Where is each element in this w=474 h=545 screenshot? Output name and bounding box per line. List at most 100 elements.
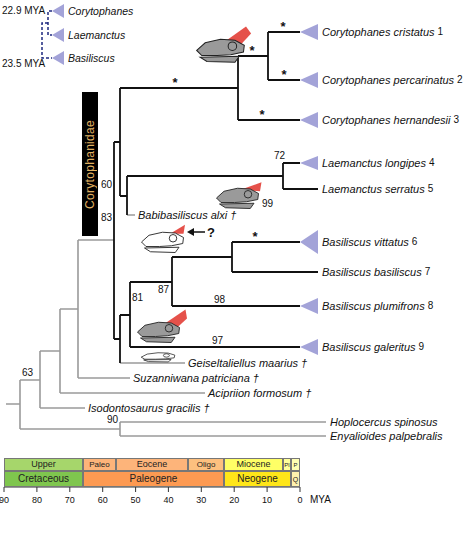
tip-number: 5 — [428, 184, 434, 194]
tip-number: 7 — [425, 267, 431, 277]
support-value: 63 — [22, 368, 33, 378]
skull-illustration — [138, 310, 188, 343]
taxon-name: Hoplocercus spinosus — [330, 417, 438, 428]
tip-number: 4 — [429, 158, 435, 168]
taxon-name: Babibasiliscus alxi † — [138, 210, 236, 221]
support-value: 83 — [101, 213, 112, 223]
clade-triangle — [300, 72, 318, 88]
band-label: Paleogene — [130, 474, 178, 484]
axis-tick: 80 — [32, 496, 42, 505]
genus-label: Laemanctus — [68, 30, 125, 41]
support-star: * — [172, 76, 177, 89]
taxon-name: Laemanctus longipes — [322, 158, 426, 169]
axis-tick: 70 — [65, 496, 75, 505]
taxon-name: Corytophanes percarinatus — [322, 75, 454, 86]
date-label: MYA — [310, 495, 331, 505]
taxon-name: Suzanniwana patriciana † — [133, 373, 259, 384]
support-value: 90 — [107, 415, 118, 425]
taxon-name: Basiliscus vittatus — [322, 237, 409, 248]
support-star: * — [252, 230, 257, 243]
crown-branches — [114, 32, 318, 363]
support-star: * — [281, 68, 286, 81]
taxon-name: Corytophanes cristatus — [322, 27, 435, 38]
period-band: Pl — [283, 458, 291, 471]
band-label: Neogene — [237, 474, 278, 484]
genus-label: Basiliscus — [68, 53, 115, 64]
clade-triangle — [300, 298, 318, 314]
axis-tick: 30 — [196, 496, 206, 505]
period-band: Eocene — [116, 458, 188, 471]
skull-illustration — [141, 353, 175, 362]
period-band: Paleogene — [83, 471, 224, 487]
taxon-name: Isodontosaurus gracilis † — [88, 403, 210, 414]
support-star: * — [259, 108, 264, 121]
taxon-name: Basiliscus basiliscus — [322, 267, 422, 278]
tip-number: 9 — [419, 342, 425, 352]
support-value: 98 — [214, 295, 225, 305]
period-band: Neogene — [224, 471, 291, 487]
band-label: Pl — [284, 462, 289, 468]
tip-number: 6 — [412, 237, 418, 247]
clade-triangle — [300, 112, 318, 128]
clade-triangle — [300, 339, 318, 355]
taxon-name: Geiseltaliellus maarius † — [188, 358, 307, 369]
support-value: 97 — [212, 336, 223, 346]
time-axis — [4, 487, 300, 492]
support-value: 60 — [101, 180, 112, 190]
axis-tick: 20 — [229, 496, 239, 505]
period-band: Cretaceous — [4, 471, 83, 487]
tip-number: 1 — [438, 27, 444, 37]
arrow-head — [187, 228, 194, 236]
axis-tick: 10 — [262, 496, 272, 505]
clade-triangle — [300, 230, 318, 254]
taxon-name: Enyalioides palpebralis — [330, 431, 443, 442]
inset-dashed-tree — [42, 11, 52, 58]
tip-number: 2 — [457, 75, 463, 85]
tip-number: 8 — [428, 301, 434, 311]
band-label: Cretaceous — [18, 474, 69, 484]
band-label: Corytophanidae — [84, 120, 96, 209]
period-band: P — [291, 458, 300, 471]
date-label: 22.9 MYA — [2, 6, 45, 16]
axis-tick: 50 — [131, 496, 141, 505]
axis-tick: 60 — [98, 496, 108, 505]
period-band: Oligo — [188, 458, 224, 471]
clade-triangle — [300, 24, 318, 40]
band-label: P — [293, 462, 297, 468]
genus-label: Corytophanes — [68, 6, 133, 17]
clade-band: Corytophanidae — [82, 92, 98, 236]
support-value: 99 — [262, 199, 273, 209]
skull-illustration — [142, 225, 186, 253]
question-mark: ? — [207, 226, 215, 239]
tip-number: 3 — [453, 115, 459, 125]
taxon-name: Basiliscus plumifrons — [322, 301, 425, 312]
taxon-name: Laemanctus serratus — [322, 184, 425, 195]
taxon-name: Corytophanes hernandesii — [322, 115, 450, 126]
clade-triangle — [300, 156, 318, 170]
support-value: 81 — [132, 293, 143, 303]
support-value: 87 — [158, 285, 169, 295]
period-band: Miocene — [224, 458, 283, 471]
band-label: Eocene — [137, 460, 168, 469]
taxon-name: Basiliscus galeritus — [322, 342, 416, 353]
band-label: Q — [293, 476, 298, 483]
period-band: Upper — [4, 458, 83, 471]
clade-triangle — [52, 51, 64, 65]
axis-tick: 0 — [297, 496, 302, 505]
skull-illustration — [197, 27, 251, 63]
band-label: Paleo — [89, 461, 109, 469]
period-band: Q — [291, 471, 300, 487]
outgroup-branches — [6, 215, 326, 436]
date-label: 23.5 MYA — [2, 59, 45, 69]
axis-tick: 40 — [163, 496, 173, 505]
band-label: Oligo — [197, 461, 216, 469]
band-label: Upper — [31, 460, 56, 469]
support-star: * — [280, 20, 285, 33]
period-band: Paleo — [83, 458, 116, 471]
support-value: 72 — [274, 151, 285, 161]
axis-tick: 90 — [0, 496, 9, 505]
clade-triangle — [52, 4, 64, 18]
clade-triangle — [52, 28, 64, 42]
skull-illustration — [217, 182, 262, 208]
